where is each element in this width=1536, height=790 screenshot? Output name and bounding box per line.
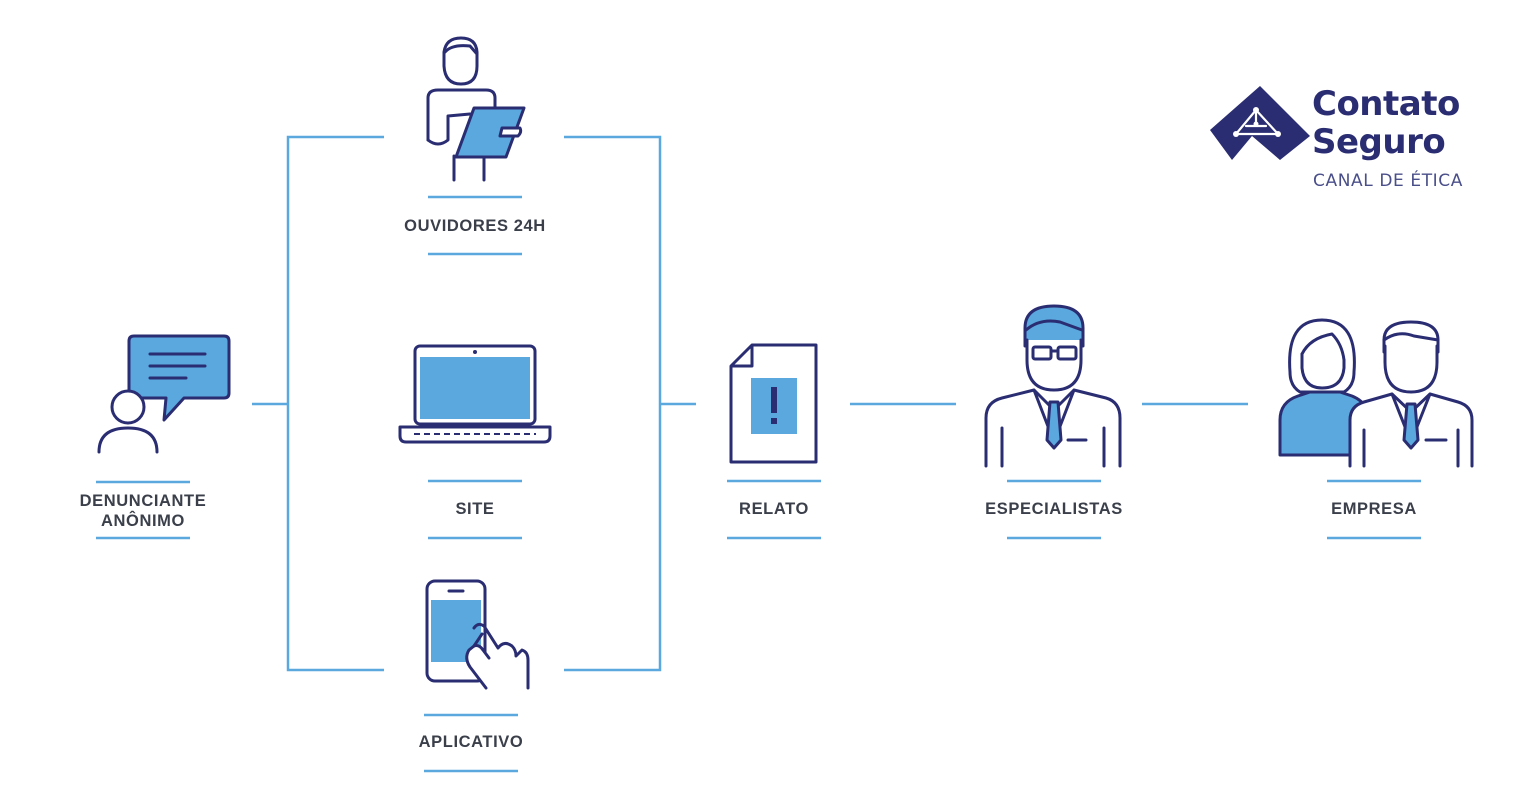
edge-left-bracket: [286, 135, 384, 672]
denunciante-label-line1: DENUNCIANTE: [79, 492, 207, 510]
clipboard-icon: [454, 106, 526, 159]
man-head-icon: [1383, 344, 1439, 394]
report-document-icon: [729, 343, 818, 464]
site-label: SITE: [455, 500, 495, 518]
anonymous-reporter-icon: [97, 334, 231, 454]
logo-line1: Contato: [1312, 84, 1460, 124]
ombudsman-body-icon: [426, 88, 497, 142]
ombudsman-person-icon: [426, 36, 526, 182]
label-underlines: [96, 195, 1421, 773]
specialist-icon: [984, 304, 1122, 468]
connector-lines: [252, 135, 1248, 672]
message-lines-icon: [148, 352, 207, 380]
smartphone-icon: [425, 579, 530, 690]
logo-line2: Seguro: [1312, 122, 1446, 162]
edge-right-bracket: [564, 135, 662, 672]
tie-icon: [1045, 400, 1063, 450]
woman-head-icon: [1288, 318, 1356, 394]
aplicativo-label: APLICATIVO: [418, 733, 524, 751]
logo-tagline: CANAL DE ÉTICA: [1313, 171, 1463, 191]
relato-label: RELATO: [739, 500, 809, 518]
denunciante-label: DENUNCIANTE ANÔNIMO: [70, 491, 216, 531]
especialistas-label: ESPECIALISTAS: [985, 500, 1123, 518]
ouvidores-label: OUVIDORES 24H: [404, 217, 546, 235]
hand-icon: [465, 644, 491, 690]
company-people-icon: [1278, 318, 1474, 468]
laptop-screen-icon: [420, 357, 530, 419]
glasses-icon: [1031, 345, 1053, 361]
laptop-icon: [398, 344, 552, 444]
specialist-hair-icon: [1023, 304, 1085, 348]
denunciante-label-line2: ANÔNIMO: [101, 512, 185, 530]
person-shoulders-icon: [97, 426, 159, 454]
man-tie-icon: [1402, 402, 1420, 450]
empresa-label: EMPRESA: [1331, 500, 1417, 518]
ombudsman-head-icon: [442, 36, 479, 86]
person-head-icon: [110, 389, 146, 425]
contato-seguro-logo-mark: [1210, 86, 1310, 160]
